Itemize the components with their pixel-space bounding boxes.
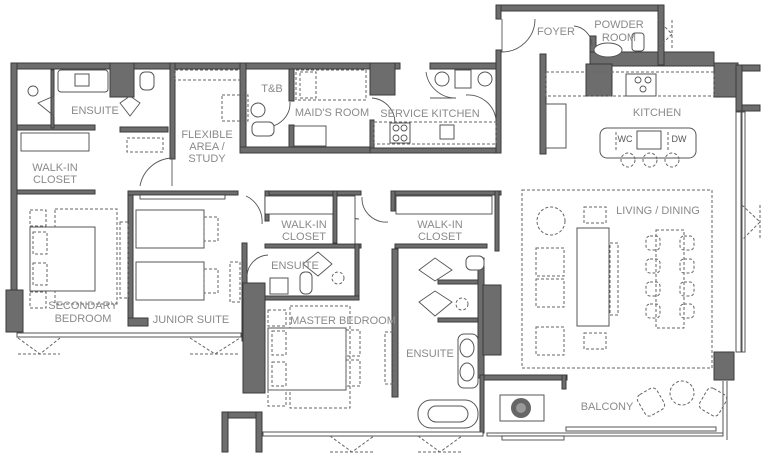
label-ensuite-junior: ENSUITE — [271, 260, 319, 272]
label-foyer: FOYER — [537, 26, 575, 38]
windows — [16, 19, 761, 453]
label-walkin-master-1: WALK-IN — [417, 219, 462, 231]
label-dishwasher: DW — [672, 134, 687, 144]
label-kitchen: KITCHEN — [633, 107, 681, 119]
label-walkin-secondary-1: WALK-IN — [32, 162, 77, 174]
fixtures — [20, 32, 728, 441]
label-walkin-master-2: CLOSET — [418, 231, 462, 243]
label-walkin-junior-1: WALK-IN — [281, 219, 326, 231]
label-living-dining: LIVING / DINING — [616, 205, 700, 217]
label-secondary-bedroom-2: BEDROOM — [55, 313, 112, 325]
label-ensuite-secondary: ENSUITE — [71, 105, 119, 117]
label-walkin-junior-2: CLOSET — [282, 231, 326, 243]
label-junior-suite: JUNIOR SUITE — [153, 314, 229, 326]
label-walkin-secondary-2: CLOSET — [33, 174, 77, 186]
label-flex-3: STUDY — [188, 153, 226, 165]
label-flex-2: AREA / — [189, 141, 225, 153]
label-wine-cooler: WC — [618, 134, 633, 144]
label-flex-1: FLEXIBLE — [181, 129, 232, 141]
label-maids-room: MAID'S ROOM — [295, 107, 369, 119]
room-labels: FOYER POWDER ROOM KITCHEN WC DW LIVING /… — [32, 19, 700, 413]
label-master-bedroom: MASTER BEDROOM — [290, 315, 396, 327]
label-ensuite-master: ENSUITE — [406, 348, 454, 360]
label-tb: T&B — [261, 83, 282, 95]
label-balcony: BALCONY — [581, 401, 634, 413]
label-powder-room-2: ROOM — [602, 32, 636, 44]
label-service-kitchen: SERVICE KITCHEN — [380, 108, 479, 120]
label-secondary-bedroom-1: SECONDARY — [48, 300, 118, 312]
label-powder-room-1: POWDER — [594, 19, 644, 31]
walls — [5, 4, 761, 453]
